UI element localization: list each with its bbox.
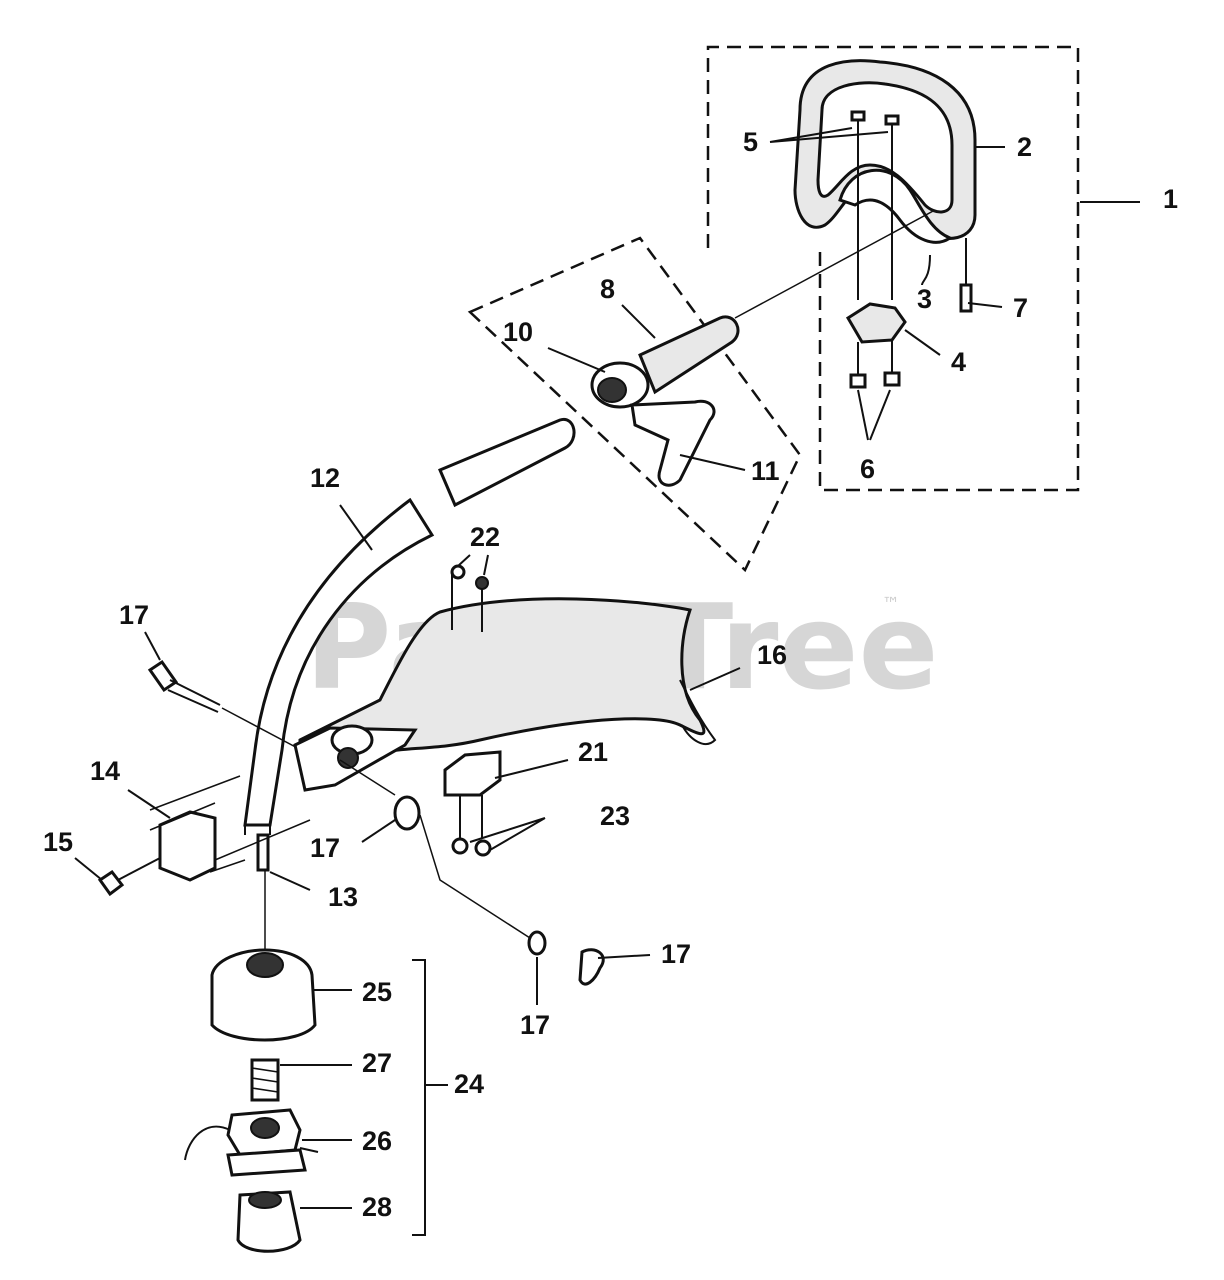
washer-guide-line	[339, 759, 531, 939]
bracket-guide-lines	[149, 775, 311, 873]
trimmer-spool	[184, 1108, 319, 1177]
callout-17-lower: 17	[520, 1010, 550, 1040]
callout-25: 25	[362, 977, 392, 1007]
nut-23-left	[451, 837, 469, 855]
washer-17	[393, 795, 421, 831]
callout-14: 14	[90, 756, 120, 786]
callout-7: 7	[1013, 293, 1028, 323]
callout-12: 12	[310, 463, 340, 493]
nut-23-right	[474, 839, 492, 857]
shield-block	[443, 750, 502, 797]
e-clip-17	[578, 948, 605, 986]
coupler-assembly	[590, 315, 740, 487]
callout-4: 4	[951, 347, 966, 377]
bolt-15	[97, 869, 125, 897]
callout-23: 23	[600, 801, 630, 831]
callout-11: 11	[751, 456, 780, 486]
handle-clamp	[845, 302, 907, 344]
group-box-coupler	[467, 236, 802, 573]
watermark-trademark: ™	[882, 594, 900, 615]
callout-13: 13	[328, 882, 358, 912]
handle-screw-7	[959, 283, 973, 313]
callout-2: 2	[1017, 132, 1032, 162]
callout-6: 6	[860, 454, 875, 484]
drive-shaft-tip	[256, 833, 270, 872]
callout-15: 15	[43, 827, 73, 857]
leader-lines	[74, 127, 1140, 1209]
callout-22: 22	[470, 522, 500, 552]
nut-right	[883, 371, 901, 387]
shield-bracket	[158, 810, 217, 882]
handle-screws	[850, 110, 900, 300]
callout-26: 26	[362, 1126, 392, 1156]
callout-10: 10	[503, 317, 533, 347]
callout-21: 21	[578, 737, 608, 767]
callout-27: 27	[362, 1048, 392, 1078]
callout-8: 8	[600, 274, 615, 304]
callout-1: 1	[1163, 184, 1178, 214]
callout-5: 5	[743, 127, 758, 157]
group-box-handle	[706, 45, 1080, 492]
callout-28: 28	[362, 1192, 392, 1222]
callout-16: 16	[757, 640, 787, 670]
grass-shield	[293, 597, 717, 792]
bump-knob	[236, 1190, 302, 1253]
leader-handle-shaft	[734, 209, 936, 319]
callout-17-clip: 17	[661, 939, 691, 969]
bolt-17-top	[147, 659, 306, 753]
group-bracket-24	[412, 959, 426, 1236]
callout-24: 24	[454, 1069, 484, 1099]
washer-17-lower	[527, 930, 547, 956]
callout-17-washer: 17	[310, 833, 340, 863]
handle-part	[793, 59, 977, 244]
trimmer-head-housing	[210, 948, 317, 1042]
callout-17-bolt: 17	[119, 600, 149, 630]
nut-left	[849, 373, 867, 389]
callout-3: 3	[917, 284, 932, 314]
main-shaft	[243, 417, 576, 872]
